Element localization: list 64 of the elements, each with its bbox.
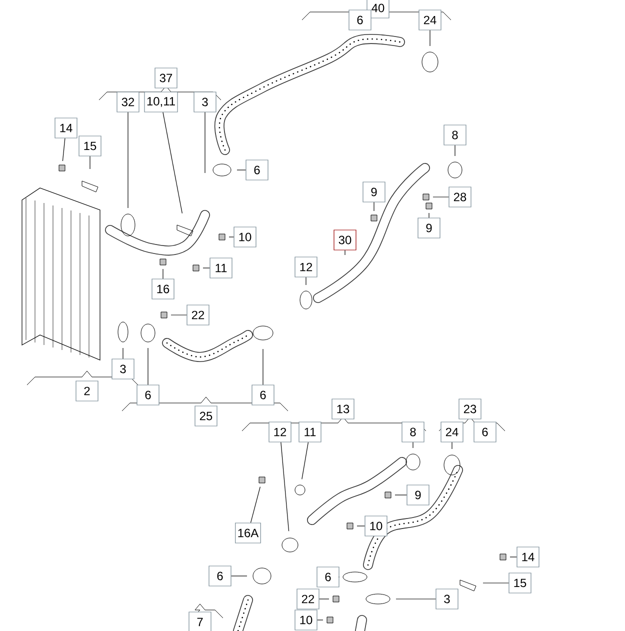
callout-number: 11 <box>210 258 232 278</box>
callout-number: 6 <box>348 10 372 30</box>
leader-line <box>262 348 264 385</box>
callout-number: 30 <box>334 230 356 250</box>
leader-line <box>204 112 206 174</box>
callout-number: 15 <box>508 572 532 594</box>
callout-number: 10 <box>364 516 388 536</box>
callout-number: 24 <box>440 422 464 442</box>
callout-number: 3 <box>194 92 216 112</box>
leader-line <box>122 348 124 359</box>
leader-line <box>280 442 290 532</box>
callout-number: 6 <box>208 566 232 586</box>
callout-number: 9 <box>406 484 430 506</box>
callout-number: 24 <box>418 10 442 30</box>
leader-line <box>394 494 407 496</box>
callout-number: 6 <box>246 160 268 180</box>
callout-number: 14 <box>516 546 540 568</box>
callout-number: 6 <box>136 384 160 406</box>
leader-line <box>482 582 509 584</box>
callout-number: 2 <box>76 380 98 402</box>
callout-number: 37 <box>154 68 178 88</box>
leader-line <box>396 598 436 600</box>
callout-number: 22 <box>296 588 320 610</box>
callout-number: 15 <box>78 136 102 156</box>
callout-number: 12 <box>294 256 318 278</box>
callout-number: 7 <box>188 612 212 631</box>
callout-number: 25 <box>194 406 218 426</box>
callout-number: 6 <box>316 566 340 588</box>
callout-number: 10,11 <box>144 92 178 112</box>
leader-line <box>428 212 430 218</box>
leader-line <box>454 145 456 156</box>
callout-number: 11 <box>298 422 322 442</box>
leader-line <box>250 486 260 523</box>
callout-number: 9 <box>418 218 440 238</box>
leader-line <box>162 112 182 214</box>
callout-number: 40 <box>366 0 390 18</box>
callout-number: 6 <box>252 384 274 406</box>
leader-line <box>344 250 346 256</box>
callout-number: 23 <box>458 398 482 420</box>
leader-line <box>162 268 164 279</box>
leader-line <box>319 598 330 600</box>
callout-number: 22 <box>186 304 210 326</box>
leader-line <box>510 556 517 558</box>
callout-number: 10 <box>234 226 256 248</box>
callout-number: 9 <box>362 182 386 202</box>
leader-line <box>62 138 66 162</box>
callout-number: 16A <box>235 522 261 544</box>
leader-line <box>412 442 414 448</box>
callout-number: 6 <box>474 422 496 442</box>
callout-number: 32 <box>116 92 140 112</box>
callout-number: 8 <box>402 422 424 442</box>
leader-line <box>302 442 309 480</box>
callout-number: 3 <box>436 588 458 610</box>
callout-number: 10 <box>294 610 318 630</box>
callout-number: 13 <box>332 398 354 420</box>
callout-number: 3 <box>112 358 134 380</box>
leader-line <box>228 236 234 238</box>
leader-line <box>170 314 187 316</box>
callout-number: 8 <box>444 124 466 146</box>
callout-number: 12 <box>268 422 292 442</box>
callout-number: 14 <box>54 118 78 138</box>
leader-line <box>432 196 449 198</box>
callout-number: 16 <box>152 278 174 300</box>
callout-number: 28 <box>448 186 472 208</box>
